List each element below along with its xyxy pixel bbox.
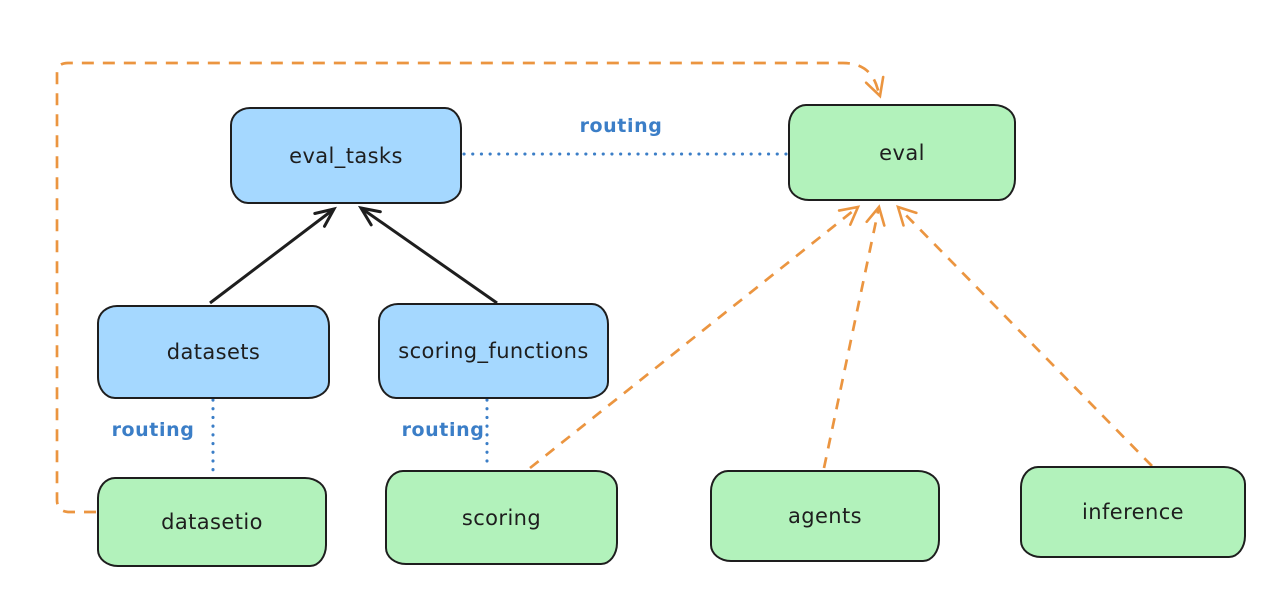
- node-scoring-functions-label: scoring_functions: [398, 339, 589, 363]
- node-scoring: scoring: [385, 470, 618, 565]
- node-datasetio: datasetio: [97, 477, 327, 567]
- node-eval-label: eval: [879, 140, 925, 165]
- edge-label-routing-eval-tasks-eval: routing: [579, 115, 663, 137]
- edge-datasetio-to-eval: [55, 61, 885, 514]
- node-eval: eval: [788, 104, 1016, 201]
- edge-agents-to-eval: [822, 204, 886, 469]
- edge-datasets-to-eval-tasks: [209, 206, 337, 305]
- edge-scoring-functions-to-eval-tasks: [357, 205, 498, 305]
- edge-label-routing-datasets-datasetio: routing: [111, 419, 195, 441]
- edge-scoring-to-eval: [529, 205, 861, 470]
- node-scoring-label: scoring: [461, 505, 542, 530]
- edge-inference-to-eval: [896, 205, 1153, 467]
- node-eval-tasks: eval_tasks: [230, 107, 462, 204]
- node-datasets: datasets: [97, 305, 330, 399]
- node-agents-label: agents: [787, 504, 862, 528]
- node-agents: agents: [710, 470, 940, 562]
- node-inference: inference: [1020, 466, 1246, 558]
- node-datasetio-label: datasetio: [161, 510, 263, 534]
- node-inference-label: inference: [1082, 500, 1184, 524]
- node-scoring-functions: scoring_functions: [378, 303, 609, 399]
- edge-label-routing-scoring-functions-scoring: routing: [401, 419, 485, 441]
- node-datasets-label: datasets: [166, 340, 261, 364]
- node-eval-tasks-label: eval_tasks: [289, 143, 403, 168]
